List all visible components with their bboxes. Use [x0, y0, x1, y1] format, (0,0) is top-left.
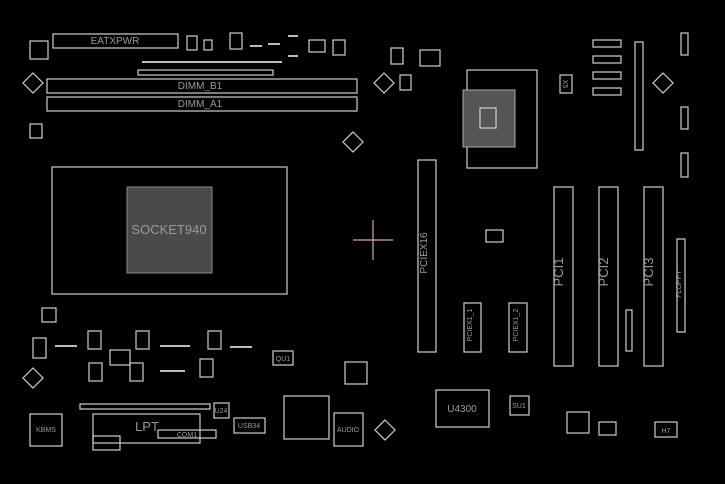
floppy-connector[interactable]: FLOPPY	[676, 238, 686, 333]
h7-label: H7	[662, 428, 671, 435]
dimm-a1-slot[interactable]: DIMM_A1	[46, 96, 358, 112]
pciex1-2-label: PCIEX1_2	[513, 309, 520, 342]
pci3-label: PCI3	[641, 258, 656, 287]
eatxpwr-connector[interactable]: EATXPWR	[52, 33, 179, 49]
usb34-label: USB34	[238, 423, 260, 430]
component[interactable]	[566, 411, 590, 434]
x5-crystal[interactable]: X5	[559, 74, 573, 94]
pciex1-1-slot[interactable]: PCIEX1_1	[463, 302, 482, 353]
top-components	[137, 32, 441, 91]
component[interactable]	[625, 309, 633, 352]
pci2-label: PCI2	[596, 258, 611, 287]
dimm-a1-label: DIMM_A1	[178, 99, 223, 110]
qu1-component[interactable]: QU1	[272, 350, 294, 366]
usb-lan-connector[interactable]	[283, 395, 330, 440]
h7-component[interactable]: H7	[654, 421, 678, 438]
pciex16-slot[interactable]: PCIEX16	[417, 159, 437, 353]
kbms-connector[interactable]: KBMS	[29, 413, 63, 447]
pci1-label: PCI1	[551, 258, 566, 287]
mounting-hole-icons	[22, 72, 674, 441]
pciex16-label: PCIEX16	[419, 232, 430, 274]
eatxpwr-label: EATXPWR	[91, 36, 140, 47]
com1-connector[interactable]: COM1	[157, 429, 217, 439]
su1-chip[interactable]: SU1	[509, 395, 530, 416]
right-top-components	[592, 32, 689, 178]
lpt-connector[interactable]: LPT	[92, 413, 201, 451]
u4300-label: U4300	[447, 404, 477, 415]
x5-label: X5	[561, 80, 568, 89]
crosshair-cursor-icon	[353, 220, 393, 260]
pciex1-1-label: PCIEX1_1	[467, 309, 474, 342]
left-components	[29, 123, 252, 382]
lpt-label: LPT	[135, 419, 159, 434]
pci2-slot[interactable]: PCI2	[596, 186, 619, 367]
component[interactable]	[598, 421, 617, 436]
pciex1-2-slot[interactable]: PCIEX1_2	[508, 302, 528, 353]
floppy-label: FLOPPY	[676, 270, 683, 298]
component[interactable]	[485, 229, 504, 243]
pci3-slot[interactable]: PCI3	[641, 186, 664, 367]
audio-connector[interactable]: AUDIO	[333, 412, 364, 447]
component[interactable]	[29, 40, 49, 60]
u24-label: U24	[215, 408, 228, 415]
su1-label: SU1	[512, 403, 526, 410]
chipset[interactable]	[462, 69, 538, 169]
audio-label: AUDIO	[337, 427, 360, 434]
dimm-b1-slot[interactable]: DIMM_B1	[46, 78, 358, 94]
u4300-chip[interactable]: U4300	[435, 389, 490, 428]
usb34-header[interactable]: USB34	[233, 417, 266, 434]
dimm-b1-label: DIMM_B1	[178, 81, 223, 92]
component[interactable]	[344, 361, 368, 385]
socket-label: SOCKET940	[131, 222, 206, 237]
kbms-label: KBMS	[36, 427, 56, 434]
com1-label: COM1	[177, 432, 197, 439]
qu1-label: QU1	[276, 356, 291, 363]
u24-chip[interactable]: U24	[213, 402, 230, 419]
pci1-slot[interactable]: PCI1	[551, 186, 574, 367]
cpu-socket[interactable]: SOCKET940	[51, 166, 288, 295]
component-row	[79, 403, 211, 410]
